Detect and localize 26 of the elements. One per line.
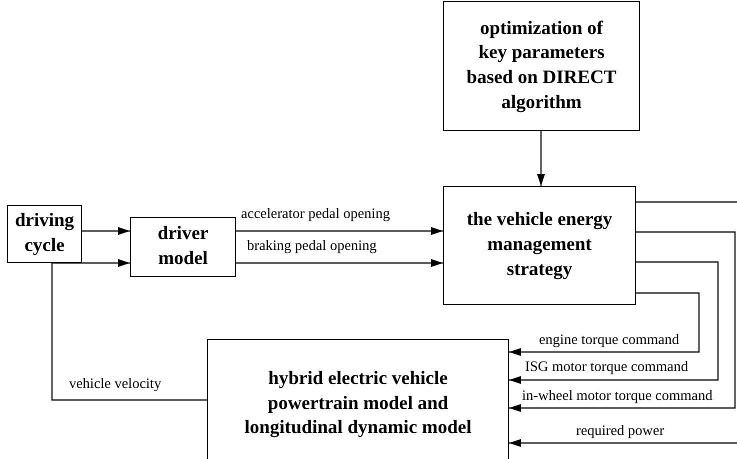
box-label: the vehicle energy management strategy bbox=[466, 208, 614, 282]
edge-label: required power bbox=[575, 424, 666, 440]
edge-label: vehicle velocity bbox=[68, 377, 162, 393]
arrow bbox=[236, 259, 443, 267]
process-box bbox=[7, 205, 82, 263]
box-label: hybrid electric vehicle powertrain model and longitudinal dynamic model bbox=[244, 366, 472, 440]
arrow bbox=[509, 261, 719, 384]
arrow bbox=[51, 259, 207, 401]
edge-label: in-wheel motor torque command bbox=[521, 389, 714, 405]
process-box bbox=[130, 217, 236, 277]
box-label: optimization of key parameters based on DIRECT algorithm bbox=[466, 16, 616, 115]
process-box bbox=[443, 186, 636, 305]
process-box bbox=[207, 339, 509, 459]
edge-label: accelerator pedal opening bbox=[240, 207, 391, 223]
arrow bbox=[509, 231, 736, 412]
box-label: driving cycle bbox=[14, 209, 75, 258]
edge-label: engine torque command bbox=[538, 333, 680, 349]
edge-label: ISG motor torque command bbox=[524, 360, 690, 376]
arrow bbox=[509, 292, 700, 356]
edge-label: braking pedal opening bbox=[246, 239, 378, 255]
process-box bbox=[443, 1, 640, 131]
arrow bbox=[236, 227, 443, 235]
arrow bbox=[537, 131, 545, 186]
arrow bbox=[82, 227, 130, 235]
arrow bbox=[509, 439, 737, 447]
box-label: driver model bbox=[156, 222, 210, 271]
